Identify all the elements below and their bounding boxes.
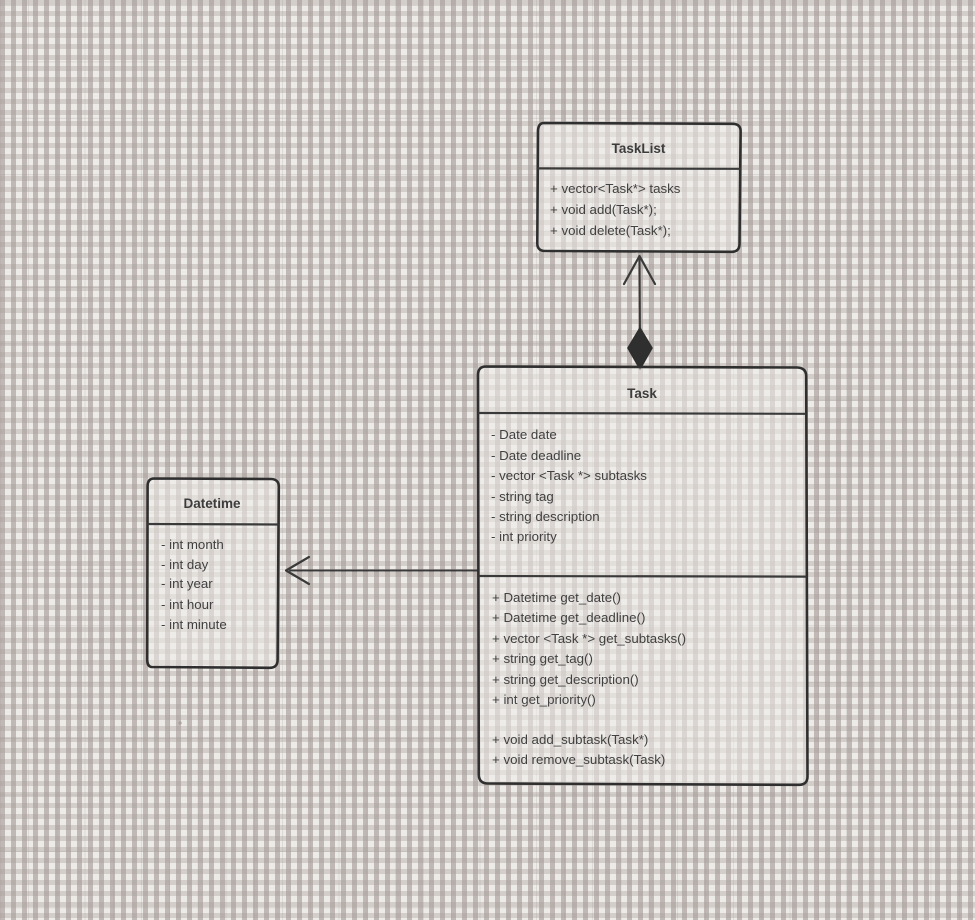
tasklist-box-outline xyxy=(535,121,742,254)
task-method-7: + void add_subtask(Task*) xyxy=(492,732,648,747)
task-attribute-5: - int priority xyxy=(491,529,557,544)
tasklist-member-0: + vector<Task*> tasks xyxy=(550,181,681,196)
task-box-outline xyxy=(476,365,809,787)
task-method-2: + vector <Task *> get_subtasks() xyxy=(492,631,686,646)
datetime-attribute-2: - int year xyxy=(161,576,213,591)
class-name-datetime: Datetime xyxy=(183,496,241,511)
task-method-4: + string get_description() xyxy=(492,672,639,687)
tasklist-box-fill xyxy=(537,123,741,252)
task-method-8: + void remove_subtask(Task) xyxy=(492,752,665,767)
datetime-box-fill xyxy=(147,478,279,668)
task-method-1: + Datetime get_deadline() xyxy=(492,610,645,625)
task-attribute-3: - string tag xyxy=(491,489,554,504)
task-attribute-0: - Date date xyxy=(491,427,557,442)
task-section-divider xyxy=(478,574,807,578)
class-box-datetime[interactable]: Datetime - int month - int day - int yea… xyxy=(145,477,281,670)
task-header-divider xyxy=(477,411,807,415)
task-attribute-1: - Date deadline xyxy=(491,448,581,463)
relationship-task-to-datetime[interactable] xyxy=(284,555,479,586)
datetime-attribute-1: - int day xyxy=(161,557,209,572)
tasklist-member-1: + void add(Task*); xyxy=(550,202,657,217)
datetime-attribute-0: - int month xyxy=(161,537,224,552)
open-arrow-icon xyxy=(284,555,311,586)
datetime-attribute-4: - int minute xyxy=(161,617,227,632)
open-arrow-icon xyxy=(622,254,657,286)
class-box-tasklist[interactable]: TaskList + vector<Task*> tasks + void ad… xyxy=(535,121,742,254)
filled-diamond-icon xyxy=(627,327,653,370)
task-method-5: + int get_priority() xyxy=(492,692,596,707)
class-name-tasklist: TaskList xyxy=(612,141,666,156)
class-box-task[interactable]: Task - Date date - Date deadline - vecto… xyxy=(476,365,809,787)
datetime-header-divider xyxy=(146,522,279,526)
task-attribute-2: - vector <Task *> subtasks xyxy=(491,468,647,483)
task-method-3: + string get_tag() xyxy=(492,651,593,666)
datetime-box-outline xyxy=(145,477,281,670)
task-attribute-4: - string description xyxy=(491,509,600,524)
tasklist-member-2: + void delete(Task*); xyxy=(550,223,671,238)
task-method-0: + Datetime get_date() xyxy=(492,590,621,605)
ink-speck xyxy=(178,721,182,725)
composition-line xyxy=(638,257,641,341)
relationship-task-to-tasklist[interactable] xyxy=(622,254,657,370)
datetime-attribute-3: - int hour xyxy=(161,597,214,612)
class-name-task: Task xyxy=(627,386,657,401)
